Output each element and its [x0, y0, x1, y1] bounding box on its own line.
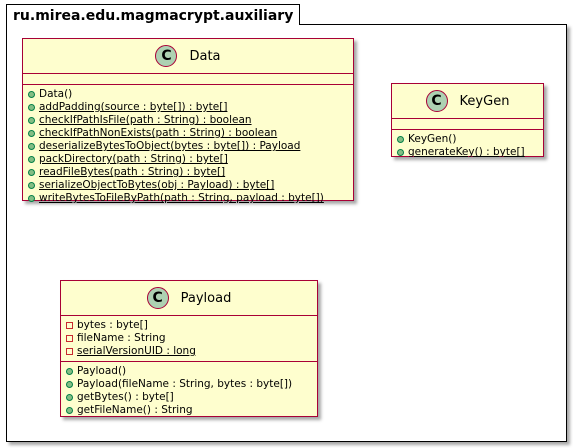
separator [61, 361, 317, 362]
separator [392, 129, 543, 130]
separator [23, 84, 353, 85]
class-payload-methods: Payload()Payload(fileName : String, byte… [61, 362, 317, 420]
method-row: KeyGen() [397, 133, 543, 146]
class-data[interactable]: C Data Data()addPadding(source : byte[])… [22, 38, 354, 204]
method-row: Payload() [66, 365, 317, 378]
class-payload-header: C Payload [61, 281, 317, 315]
method-signature: readFileBytes(path : String) : byte[] [39, 166, 226, 178]
method-row: getBytes() : byte[] [66, 391, 317, 404]
public-visibility-icon [28, 117, 35, 124]
method-row: addPadding(source : byte[]) : byte[] [28, 101, 353, 114]
method-row: deserializeBytesToObject(bytes : byte[])… [28, 140, 353, 153]
class-payload-name: Payload [180, 290, 232, 306]
class-keygen[interactable]: C KeyGen KeyGen()generateKey() : byte[] [391, 83, 544, 158]
public-visibility-icon [28, 104, 35, 111]
public-visibility-icon [28, 130, 35, 137]
public-visibility-icon [28, 195, 35, 202]
method-signature: packDirectory(path : String) : byte[] [39, 153, 228, 165]
method-signature: addPadding(source : byte[]) : byte[] [39, 101, 228, 113]
method-signature: getBytes() : byte[] [77, 391, 174, 403]
method-signature: Data() [39, 88, 73, 100]
method-row: getFileName() : String [66, 404, 317, 417]
method-row: Data() [28, 88, 353, 101]
public-visibility-icon [66, 394, 73, 401]
class-icon: C [155, 45, 178, 67]
method-signature: deserializeBytesToObject(bytes : byte[])… [39, 140, 301, 152]
class-data-header: C Data [23, 39, 353, 73]
class-icon: C [146, 287, 169, 309]
class-data-name: Data [189, 48, 221, 64]
method-row: checkIfPathIsFile(path : String) : boole… [28, 114, 353, 127]
field-signature: serialVersionUID : long [77, 345, 196, 357]
private-visibility-icon [66, 335, 73, 342]
class-payload[interactable]: C Payload bytes : byte[]fileName : Strin… [60, 280, 318, 417]
separator [23, 73, 353, 74]
method-row: readFileBytes(path : String) : byte[] [28, 166, 353, 179]
method-row: generateKey() : byte[] [397, 146, 543, 159]
method-signature: writeBytesToFileByPath(path : String, pa… [39, 192, 324, 204]
method-row: checkIfPathNonExists(path : String) : bo… [28, 127, 353, 140]
public-visibility-icon [397, 149, 404, 156]
class-keygen-header: C KeyGen [392, 84, 543, 118]
class-data-fields [23, 74, 353, 84]
method-signature: Payload() [77, 365, 127, 377]
method-row: writeBytesToFileByPath(path : String, pa… [28, 192, 353, 205]
class-keygen-methods: KeyGen()generateKey() : byte[] [392, 130, 543, 162]
package-name: ru.mirea.edu.magmacrypt.auxiliary [6, 4, 301, 25]
public-visibility-icon [28, 143, 35, 150]
public-visibility-icon [28, 182, 35, 189]
field-signature: bytes : byte[] [77, 319, 148, 331]
private-visibility-icon [66, 348, 73, 355]
private-visibility-icon [66, 322, 73, 329]
method-signature: serializeObjectToBytes(obj : Payload) : … [39, 179, 275, 191]
public-visibility-icon [28, 91, 35, 98]
separator [392, 118, 543, 119]
class-data-methods: Data()addPadding(source : byte[]) : byte… [23, 85, 353, 208]
field-signature: fileName : String [77, 332, 166, 344]
method-row: serializeObjectToBytes(obj : Payload) : … [28, 179, 353, 192]
field-row: serialVersionUID : long [66, 345, 317, 358]
public-visibility-icon [28, 156, 35, 163]
method-signature: Payload(fileName : String, bytes : byte[… [77, 378, 293, 390]
separator [61, 315, 317, 316]
public-visibility-icon [66, 381, 73, 388]
method-signature: getFileName() : String [77, 404, 193, 416]
method-row: packDirectory(path : String) : byte[] [28, 153, 353, 166]
class-keygen-name: KeyGen [459, 93, 510, 109]
method-row: Payload(fileName : String, bytes : byte[… [66, 378, 317, 391]
field-row: fileName : String [66, 332, 317, 345]
class-icon: C [425, 90, 448, 112]
method-signature: KeyGen() [408, 133, 457, 145]
method-signature: generateKey() : byte[] [408, 146, 525, 158]
public-visibility-icon [397, 136, 404, 143]
class-keygen-fields [392, 119, 543, 129]
public-visibility-icon [66, 368, 73, 375]
public-visibility-icon [66, 407, 73, 414]
public-visibility-icon [28, 169, 35, 176]
method-signature: checkIfPathNonExists(path : String) : bo… [39, 127, 278, 139]
field-row: bytes : byte[] [66, 319, 317, 332]
method-signature: checkIfPathIsFile(path : String) : boole… [39, 114, 252, 126]
